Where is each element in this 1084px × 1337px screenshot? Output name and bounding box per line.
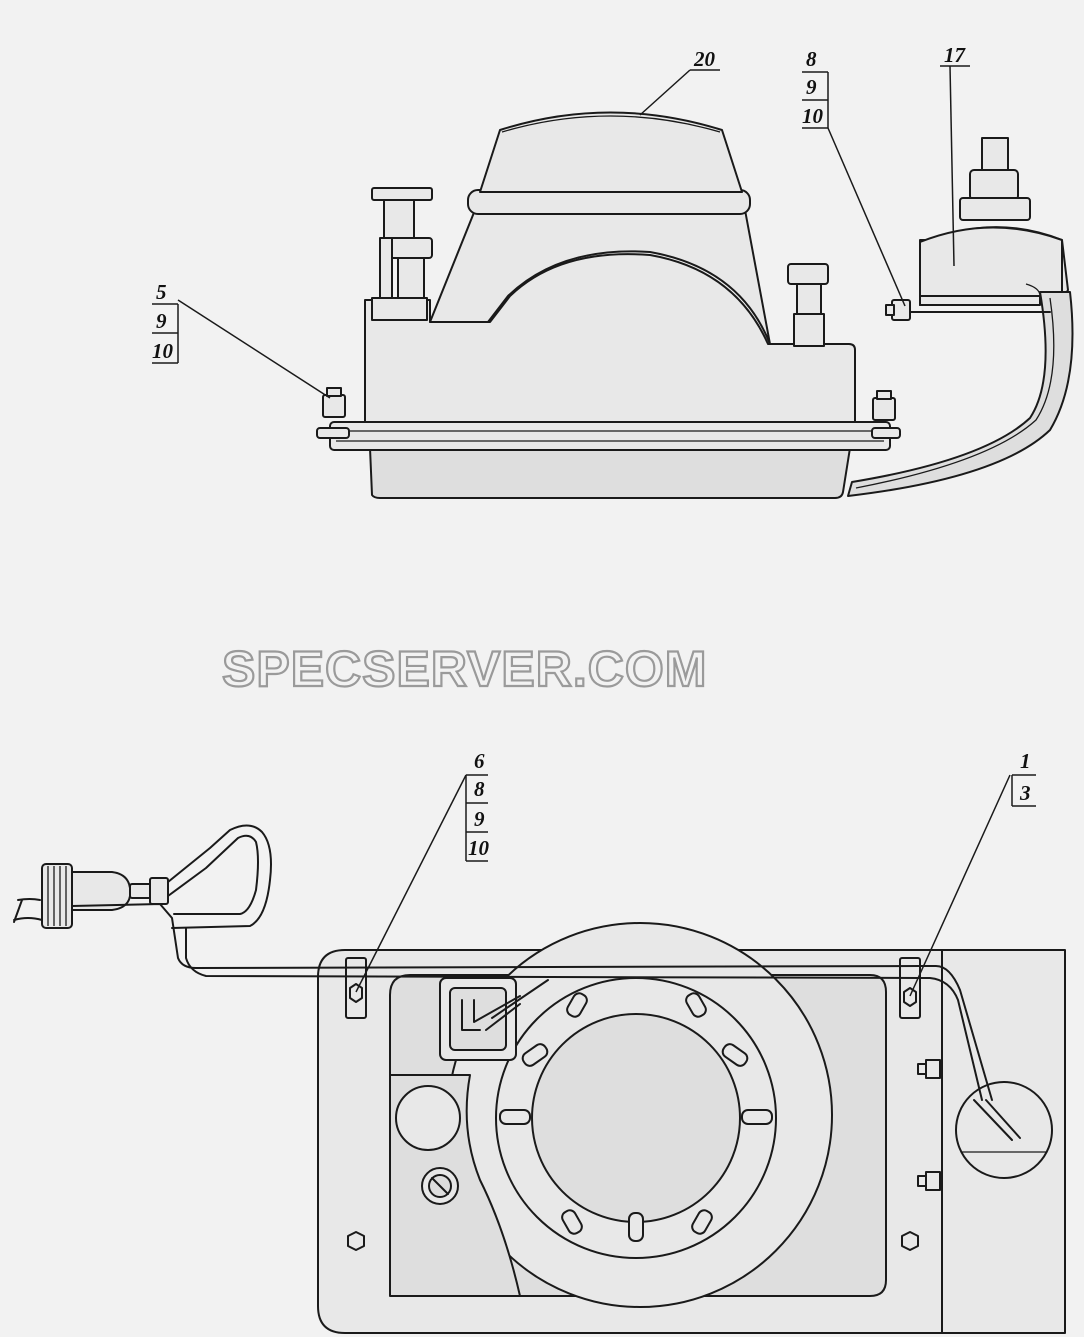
connector-plug (41, 863, 73, 929)
callout-17: 17 (944, 43, 967, 67)
callout-8: 8 (806, 47, 817, 71)
mounting-bolt-left (316, 387, 350, 439)
callout-10: 10 (152, 339, 174, 363)
side-lamp-front (955, 1081, 1053, 1179)
headlamp-housing (364, 253, 856, 423)
watermark: SPECSERVER.COM (222, 641, 707, 697)
mounting-bolt-right (871, 390, 901, 439)
side-bolt-lower (917, 1171, 941, 1191)
headlamp-side-view (316, 111, 1074, 499)
adjusting-screw-left (371, 187, 433, 321)
callout-3: 3 (1019, 781, 1031, 805)
callout-top-left: 5 9 10 (152, 280, 179, 364)
side-bolt-upper (917, 1059, 941, 1079)
callout-bottom-center: 6 8 9 10 (465, 749, 490, 862)
top-leader-lines (177, 65, 955, 399)
callout-6: 6 (474, 749, 485, 773)
callout-bottom-right: 1 3 (1011, 749, 1036, 807)
callout-top-right: 8 9 10 (802, 47, 829, 129)
indicator-lens (395, 1085, 461, 1151)
corner-nut-right (901, 1231, 919, 1251)
callout-top-far-right: 17 (940, 43, 970, 67)
callout-20: 20 (693, 47, 716, 71)
wire-harness (13, 824, 1021, 1141)
wire-clamp-right (899, 957, 921, 1019)
bottom-leader-lines (355, 774, 1011, 997)
reflector-housing (429, 209, 771, 345)
headlamp-front-view (317, 922, 1066, 1334)
callout-10b: 10 (802, 104, 824, 128)
wire-clamp-left (345, 957, 367, 1019)
callout-10c: 10 (468, 836, 490, 860)
callout-1: 1 (1020, 749, 1031, 773)
callout-top-center: 20 (690, 47, 720, 71)
corner-nut-left (347, 1231, 365, 1251)
callout-8c: 8 (474, 777, 485, 801)
adjusting-screw-right (787, 263, 829, 347)
callout-5: 5 (156, 280, 167, 304)
headlamp-lens (369, 447, 851, 499)
callout-9c: 9 (474, 807, 485, 831)
side-marker-lamp (847, 137, 1074, 497)
headlamp-cap (479, 111, 743, 193)
callout-9b: 9 (806, 75, 817, 99)
headlamp-flange (329, 421, 891, 451)
callout-9: 9 (156, 309, 167, 333)
